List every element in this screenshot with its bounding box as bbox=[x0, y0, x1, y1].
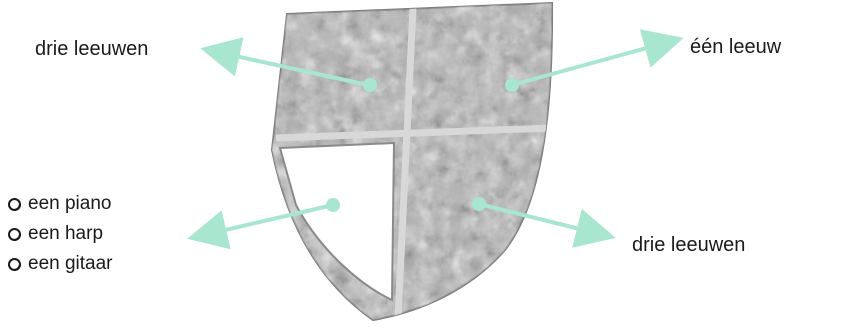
arrow-top-left-dot bbox=[363, 78, 377, 92]
label-top-left: drie leeuwen bbox=[35, 37, 148, 61]
answer-options: een piano een harp een gitaar bbox=[8, 189, 113, 279]
radio-icon[interactable] bbox=[8, 228, 21, 241]
shield bbox=[260, 0, 560, 323]
option-gitaar[interactable]: een gitaar bbox=[8, 249, 113, 279]
radio-icon[interactable] bbox=[8, 198, 21, 211]
radio-icon[interactable] bbox=[8, 258, 21, 271]
label-top-right: één leeuw bbox=[690, 35, 781, 59]
arrow-top-right-dot bbox=[505, 78, 519, 92]
option-piano[interactable]: een piano bbox=[8, 189, 113, 219]
option-label: een gitaar bbox=[28, 253, 113, 275]
arrow-bottom-left-dot bbox=[326, 198, 340, 212]
option-harp[interactable]: een harp bbox=[8, 219, 113, 249]
option-label: een harp bbox=[28, 223, 103, 245]
arrow-bottom-right-dot bbox=[472, 197, 486, 211]
label-bottom-right: drie leeuwen bbox=[632, 233, 745, 257]
option-label: een piano bbox=[28, 193, 111, 215]
